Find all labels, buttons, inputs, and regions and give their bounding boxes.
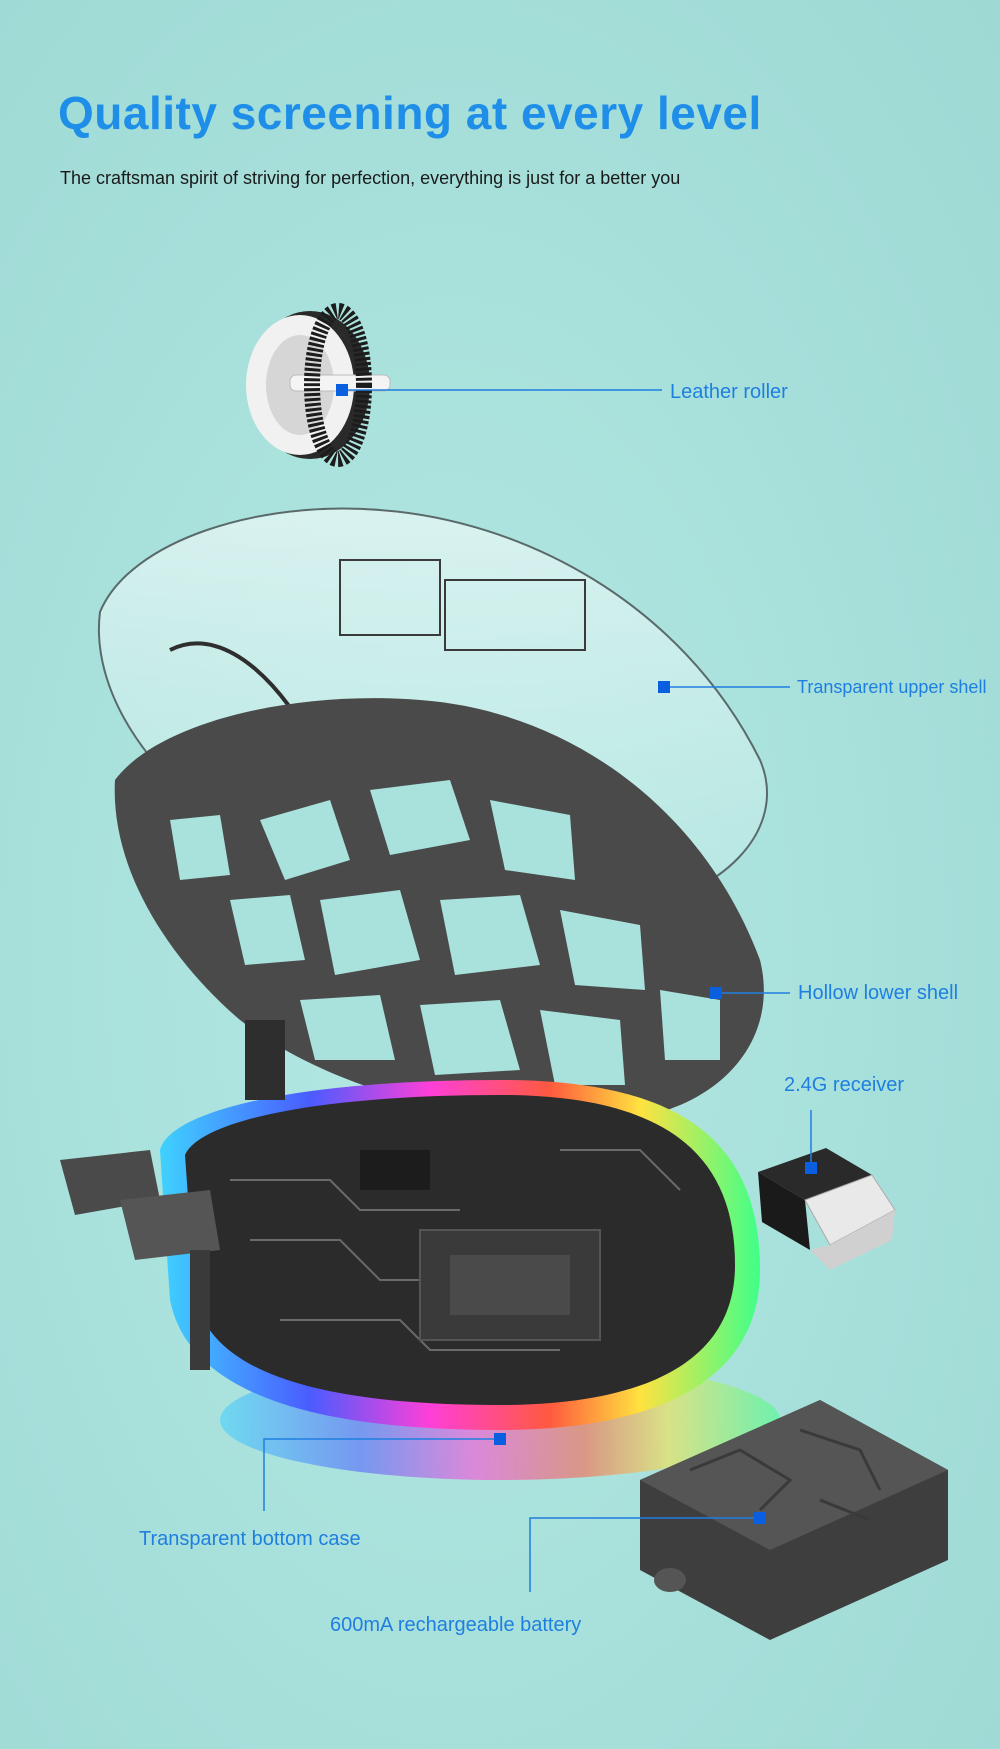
side-buttons-part	[60, 1150, 220, 1370]
callout-bottom-case: Transparent bottom case	[139, 1528, 361, 1550]
page-subtitle: The craftsman spirit of striving for per…	[60, 168, 681, 188]
callout-leather-roller: Leather roller	[670, 381, 788, 403]
bottom-case-part	[160, 1020, 780, 1480]
page-title: Quality screening at every level	[58, 87, 762, 139]
battery-part	[640, 1400, 948, 1640]
callout-upper-shell: Transparent upper shell	[797, 677, 987, 697]
callout-lower-shell: Hollow lower shell	[798, 982, 959, 1004]
callout-receiver: 2.4G receiver	[784, 1074, 905, 1096]
roller-part	[246, 303, 391, 467]
receiver-part	[758, 1148, 896, 1270]
callout-battery: 600mA rechargeable battery	[330, 1614, 582, 1636]
callout-lines	[263, 389, 812, 1592]
lower-shell-part	[114, 698, 764, 1122]
callout-markers	[336, 384, 817, 1524]
